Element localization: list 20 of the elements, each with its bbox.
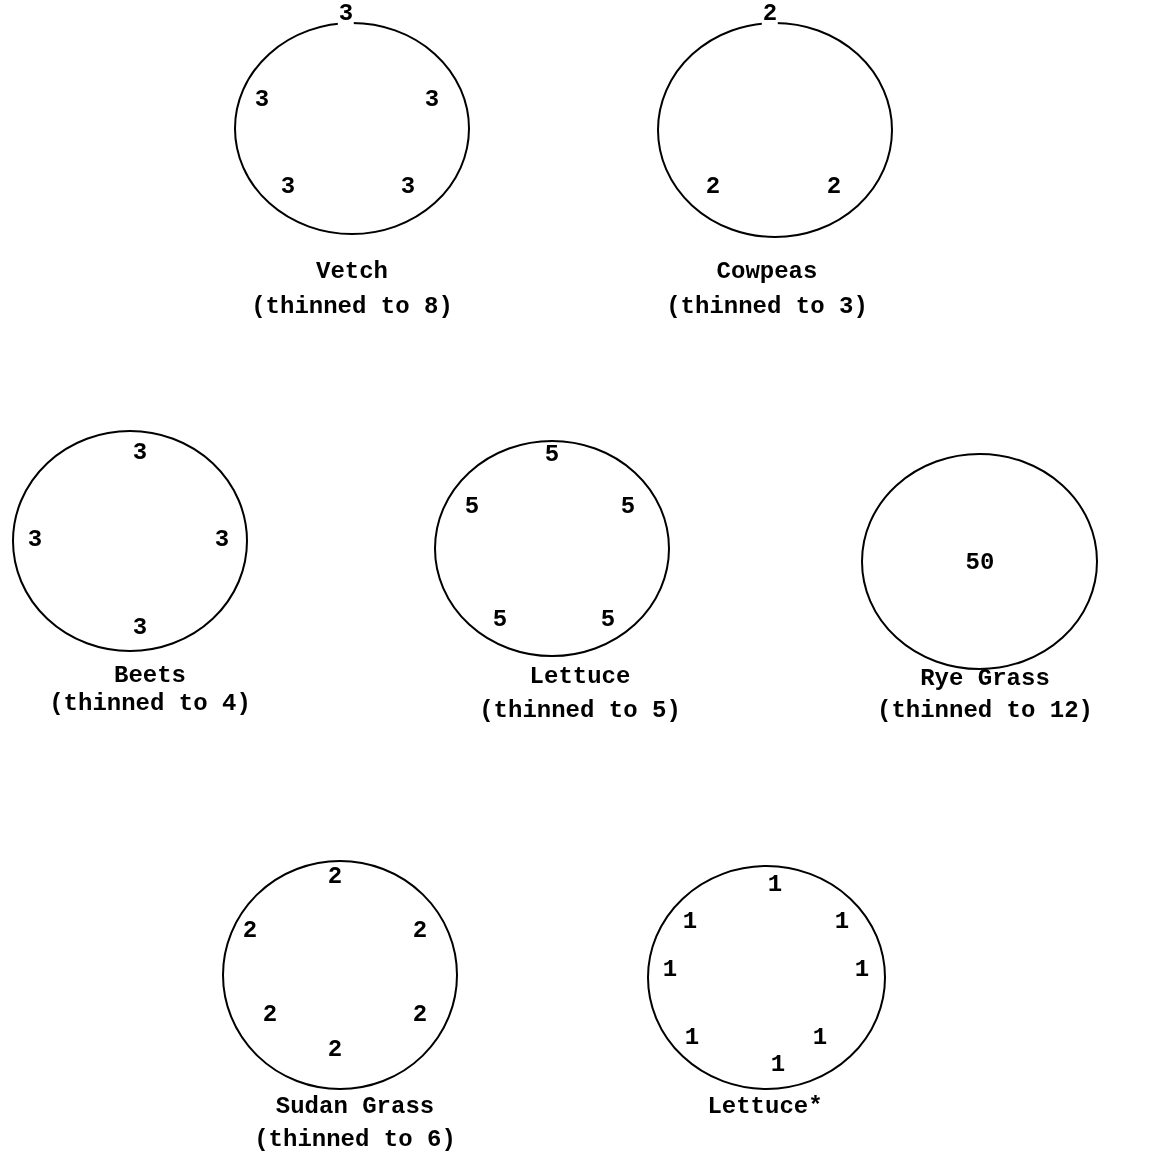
- plant-caption: Vetch: [316, 260, 388, 284]
- plant-caption: Cowpeas: [716, 260, 818, 284]
- pot-circle: [647, 865, 886, 1090]
- seedling-count: 3: [337, 2, 355, 26]
- pot-circle: [222, 860, 458, 1090]
- plant-caption: Lettuce: [529, 665, 631, 689]
- pot-circle: [861, 453, 1098, 670]
- pot-circle: [434, 440, 670, 657]
- pot-circle: [12, 430, 248, 652]
- plant-caption: Sudan Grass: [275, 1095, 435, 1119]
- plant-caption: Beets: [114, 664, 186, 688]
- plant-caption: (thinned to 8): [251, 295, 453, 319]
- plant-caption: (thinned to 5): [479, 699, 681, 723]
- plant-caption: (thinned to 3): [666, 295, 868, 319]
- seedling-count: 2: [761, 2, 779, 26]
- plant-caption: (thinned to 4): [49, 692, 251, 716]
- plant-caption: (thinned to 12): [877, 699, 1093, 723]
- plant-caption: (thinned to 6): [254, 1128, 456, 1152]
- plant-caption: Lettuce*: [707, 1095, 823, 1119]
- plant-caption: Rye Grass: [920, 667, 1050, 691]
